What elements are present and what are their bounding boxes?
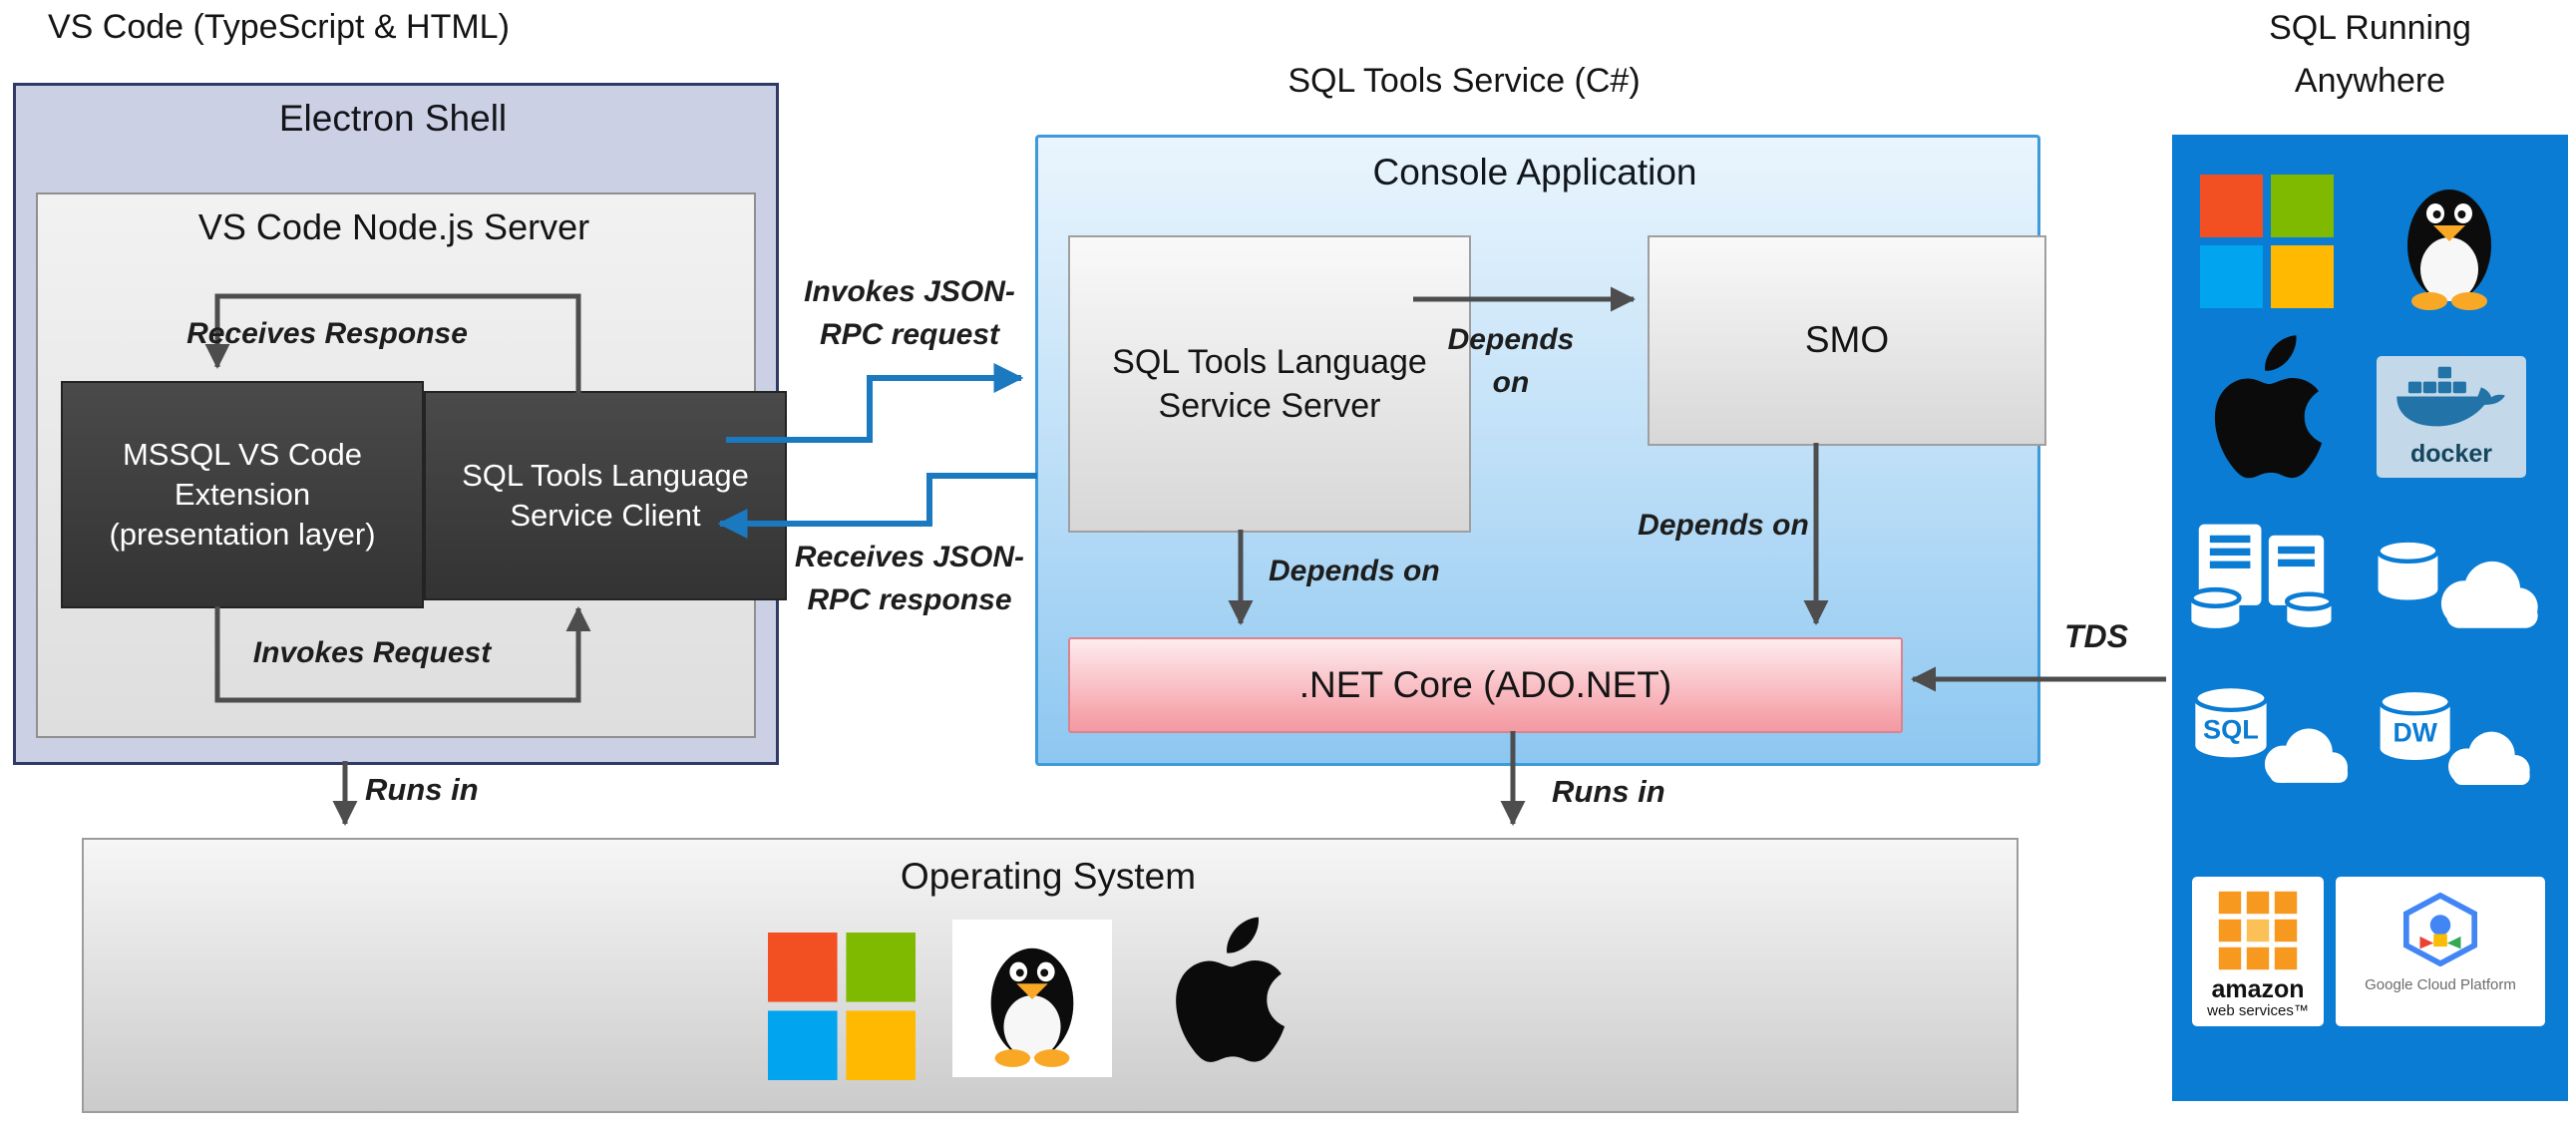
mssql-extension-label: MSSQL VS Code Extension (presentation la… <box>109 437 376 552</box>
apple-logo-icon <box>1176 917 1286 1062</box>
console-application-title: Console Application <box>1372 152 1697 192</box>
aws-cubes-icon <box>2218 891 2298 970</box>
amazon-web-services-label: web services™ <box>2207 1002 2309 1020</box>
sql-db-label: SQL <box>2203 714 2259 745</box>
receives-jsonrpc-label: Receives JSON- RPC response <box>794 541 1025 616</box>
amazon-label: amazon <box>2211 975 2305 1003</box>
linux-tux-icon <box>990 947 1074 1067</box>
sql-server-icon <box>2189 524 2334 628</box>
gcp-hexagon-icon <box>2402 893 2478 966</box>
dotnet-core-label: .NET Core (ADO.NET) <box>1298 664 1672 705</box>
runs-in-left-label: Runs in <box>365 772 479 807</box>
aws-icon: amazon web services™ <box>2192 877 2324 1026</box>
tds-label: TDS <box>2064 618 2128 654</box>
sql-running-anywhere-panel: docker SQL <box>2172 135 2568 1101</box>
linux-tux-tile <box>952 920 1112 1077</box>
windows-logo-icon <box>768 933 916 1080</box>
dw-db-label: DW <box>2392 718 2437 748</box>
sql-tools-service-title: SQL Tools Service (C#) <box>1288 62 1641 100</box>
service-client-box: SQL Tools Language Service Client <box>424 391 787 600</box>
gcp-icon: Google Cloud Platform <box>2336 877 2545 1026</box>
apple-logo-icon <box>2214 335 2323 479</box>
depends-on-right-label: Depends on <box>1638 509 1809 542</box>
invokes-request-label: Invokes Request <box>252 636 492 669</box>
mssql-extension-box: MSSQL VS Code Extension (presentation la… <box>61 381 424 608</box>
docker-whale-icon <box>2396 366 2505 427</box>
electron-shell-title: Electron Shell <box>278 98 508 139</box>
azure-db-cloud-icon <box>2376 538 2538 628</box>
azure-dw-cloud-icon: DW <box>2378 687 2530 785</box>
windows-logo-icon <box>2200 175 2334 308</box>
smo-box: SMO <box>1648 235 2046 446</box>
linux-tux-icon <box>2407 189 2491 310</box>
dotnet-core-box: .NET Core (ADO.NET) <box>1068 637 1903 733</box>
docker-icon: docker <box>2377 356 2526 478</box>
runs-in-mid-label: Runs in <box>1552 774 1665 809</box>
depends-on-smo-label: Depends on <box>1447 323 1575 399</box>
service-client-label: SQL Tools Language Service Client <box>462 458 749 533</box>
service-server-box: SQL Tools Language Service Server <box>1068 235 1471 533</box>
vscode-section-title: VS Code (TypeScript & HTML) <box>48 8 510 46</box>
smo-label: SMO <box>1804 319 1890 361</box>
sql-running-anywhere-title: SQL Running Anywhere <box>2269 9 2471 100</box>
gcp-label: Google Cloud Platform <box>2365 976 2516 993</box>
service-server-label: SQL Tools Language Service Server <box>1112 342 1427 425</box>
depends-on-left-label: Depends on <box>1269 555 1440 587</box>
azure-sql-cloud-icon: SQL <box>2193 683 2349 783</box>
invokes-jsonrpc-label: Invokes JSON- RPC request <box>804 275 1015 351</box>
operating-system-title: Operating System <box>900 856 1197 897</box>
receives-response-label: Receives Response <box>186 317 468 350</box>
node-server-title: VS Code Node.js Server <box>197 206 590 247</box>
docker-label: docker <box>2410 440 2492 468</box>
